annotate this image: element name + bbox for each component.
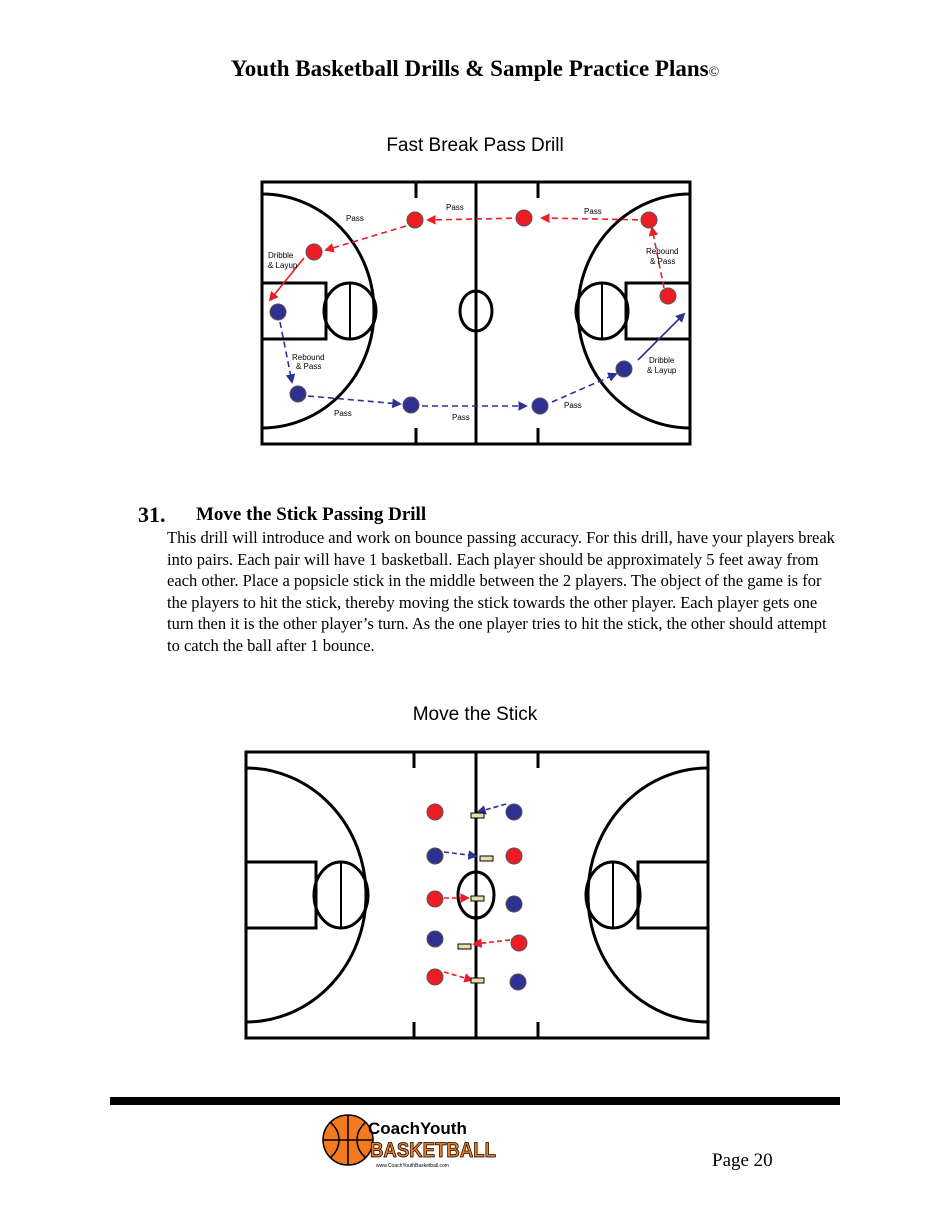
diagram-label: Dribble — [268, 251, 294, 260]
red-player — [515, 209, 533, 227]
figure-title-fast-break: Fast Break Pass Drill — [386, 135, 564, 156]
blue-player — [615, 360, 633, 378]
section-number: 31. — [138, 502, 166, 527]
blue-player — [426, 847, 444, 865]
diagram-label: & Layup — [268, 261, 298, 270]
diagram-label: Pass — [346, 214, 364, 223]
red-player — [659, 287, 677, 305]
diagram-label: Pass — [564, 401, 582, 410]
diagram-label: Pass — [584, 207, 602, 216]
copyright-mark: © — [708, 65, 720, 80]
diagram-label: Dribble — [649, 356, 675, 365]
logo-line1: CoachYouth — [368, 1119, 467, 1138]
popsicle-stick — [479, 855, 494, 862]
popsicle-stick — [457, 943, 472, 950]
blue-player — [531, 397, 549, 415]
blue-player — [402, 396, 420, 414]
blue-player — [289, 385, 307, 403]
logo-url: www.CoachYouthBasketball.com — [376, 1163, 449, 1169]
dribble-arrow — [268, 257, 305, 302]
pass-arrow — [476, 803, 507, 815]
blue-player — [505, 803, 523, 821]
red-player — [505, 847, 523, 865]
diagram-label: & Layup — [647, 366, 677, 375]
logo-line2: BASKETBALL — [370, 1139, 496, 1162]
diagram-label: Pass — [334, 409, 352, 418]
pass-arrow — [551, 372, 618, 403]
rebound-arrow — [648, 226, 665, 289]
coach-youth-basketball-logo: CoachYouth BASKETBALL www.CoachYouthBask… — [322, 1114, 497, 1169]
pass-arrow — [540, 213, 649, 223]
red-player — [305, 243, 323, 261]
red-player — [426, 890, 444, 908]
blue-player — [505, 895, 523, 913]
pass-arrow — [443, 850, 478, 860]
section-body-text: This drill will introduce and work on bo… — [167, 528, 835, 655]
move-the-stick-court-diagram — [244, 750, 710, 1040]
footer-rule — [110, 1097, 840, 1105]
pass-arrow — [443, 971, 474, 983]
page-number: Page 20 — [712, 1150, 773, 1171]
red-player — [640, 211, 658, 229]
red-player — [426, 968, 444, 986]
court-lines — [260, 180, 692, 446]
blue-player — [509, 973, 527, 991]
popsicle-stick — [470, 812, 485, 819]
pass-arrow — [324, 225, 407, 253]
document-title: Youth Basketball Drills & Sample Practic… — [230, 56, 709, 81]
red-player — [426, 803, 444, 821]
rebound-arrow — [279, 321, 296, 384]
popsicle-stick — [470, 895, 485, 902]
figure-title-move-the-stick: Move the Stick — [412, 704, 538, 725]
red-player — [510, 934, 528, 952]
fast-break-court-diagram: Pass Pass Pass Dribble & Layup Rebound &… — [260, 180, 692, 446]
diagram-label: & Pass — [650, 257, 675, 266]
pass-arrow — [426, 215, 523, 225]
dribble-arrow — [637, 312, 686, 361]
diagram-label: & Pass — [296, 362, 321, 371]
page-header-title: Youth Basketball Drills & Sample Practic… — [0, 56, 950, 82]
section-title: Move the Stick Passing Drill — [196, 504, 427, 525]
diagram-label: Rebound — [292, 353, 324, 362]
pass-arrow — [307, 395, 402, 409]
blue-player — [426, 930, 444, 948]
pass-arrow — [472, 938, 511, 948]
court-lines — [244, 750, 710, 1040]
popsicle-stick — [470, 977, 485, 984]
diagram-label: Pass — [446, 203, 464, 212]
blue-player — [269, 303, 287, 321]
diagram-label: Pass — [452, 413, 470, 422]
diagram-label: Rebound — [646, 247, 678, 256]
red-player — [406, 211, 424, 229]
